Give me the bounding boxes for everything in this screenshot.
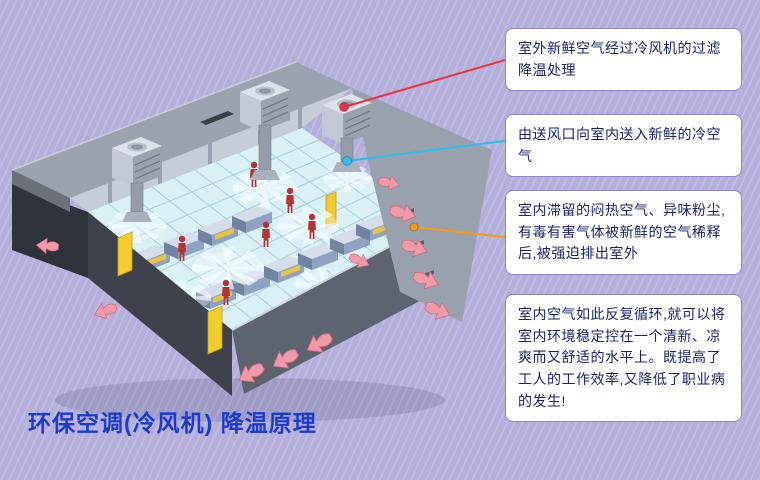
callout-fresh-air-filtering: 室外新鲜空气经过冷风机的过滤降温处理 bbox=[505, 28, 742, 92]
roof-vent-grille bbox=[200, 111, 234, 125]
callout-text: 室内空气如此反复循环,就可以将室内环境稳定控在一个清新、凉爽而又舒适的水平上。既… bbox=[518, 306, 726, 409]
callout-1-target-dot bbox=[339, 102, 349, 112]
callout-3-target-dot bbox=[409, 222, 419, 232]
callout-2-target-dot bbox=[342, 156, 352, 166]
exhaust-arrow bbox=[90, 298, 120, 323]
yellow-door bbox=[117, 231, 133, 277]
air-outlet bbox=[332, 162, 362, 172]
callout-cold-air-supply: 由送风口向室内送入新鲜的冷空气 bbox=[505, 114, 742, 178]
callout-3-connector-line bbox=[413, 226, 513, 239]
callout-text: 室内滞留的闷热空气、异味粉尘,有毒有害气体被新鲜的空气稀释后,被强迫排出室外 bbox=[518, 202, 726, 262]
air-outlet bbox=[122, 212, 152, 222]
yellow-door bbox=[207, 305, 223, 355]
callout-text: 由送风口向室内送入新鲜的冷空气 bbox=[518, 126, 721, 164]
callout-connectors bbox=[339, 57, 513, 239]
callout-exhaust-stale-air: 室内滞留的闷热空气、异味粉尘,有毒有害气体被新鲜的空气稀释后,被强迫排出室外 bbox=[505, 190, 742, 276]
page-title: 环保空调(冷风机) 降温原理 bbox=[28, 410, 317, 436]
air-outlet bbox=[250, 170, 280, 180]
callout-circulation-benefits: 室内空气如此反复循环,就可以将室内环境稳定控在一个清新、凉爽而又舒适的水平上。既… bbox=[505, 294, 742, 423]
building-shadow bbox=[55, 378, 445, 422]
supply-ducts bbox=[122, 124, 362, 222]
callout-1-connector-line bbox=[343, 57, 513, 108]
callout-text: 室外新鲜空气经过冷风机的过滤降温处理 bbox=[518, 40, 721, 78]
air-diffusion bbox=[277, 208, 338, 245]
callout-2-connector-line bbox=[346, 139, 513, 162]
